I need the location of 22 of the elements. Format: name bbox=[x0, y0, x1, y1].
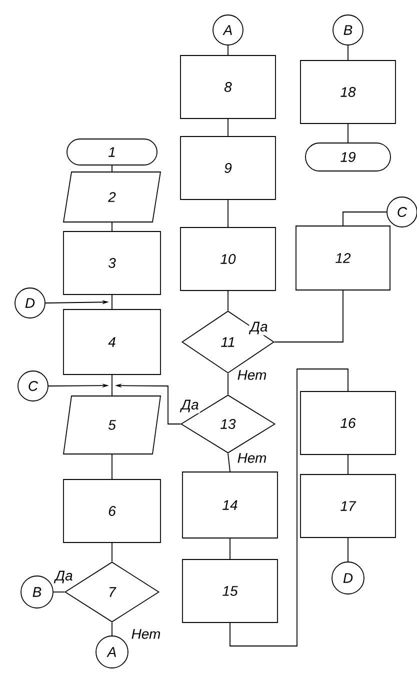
edge-label: Нет bbox=[236, 452, 268, 464]
edge-label: Да bbox=[180, 398, 200, 414]
process-box: 8 bbox=[180, 55, 276, 119]
edge-label: Нет bbox=[130, 628, 162, 640]
process-box: 4 bbox=[63, 309, 161, 375]
edge-label: Да bbox=[248, 320, 269, 336]
process-box: 6 bbox=[63, 479, 161, 543]
connector-line bbox=[274, 290, 344, 342]
terminator: 1 bbox=[66, 138, 158, 166]
process-box: 9 bbox=[180, 136, 276, 200]
connector-line bbox=[230, 368, 348, 646]
process-box: 12 bbox=[296, 226, 390, 290]
process-box: 10 bbox=[180, 227, 276, 291]
process-box: 14 bbox=[182, 472, 278, 538]
process-box: 17 bbox=[300, 474, 396, 538]
process-box: 15 bbox=[182, 559, 278, 623]
terminator: 19 bbox=[305, 142, 391, 172]
process-box: 18 bbox=[300, 60, 396, 124]
process-box: 16 bbox=[300, 391, 396, 455]
connector-line bbox=[342, 212, 387, 226]
process-box: 3 bbox=[63, 231, 161, 295]
connector-line bbox=[228, 453, 230, 472]
